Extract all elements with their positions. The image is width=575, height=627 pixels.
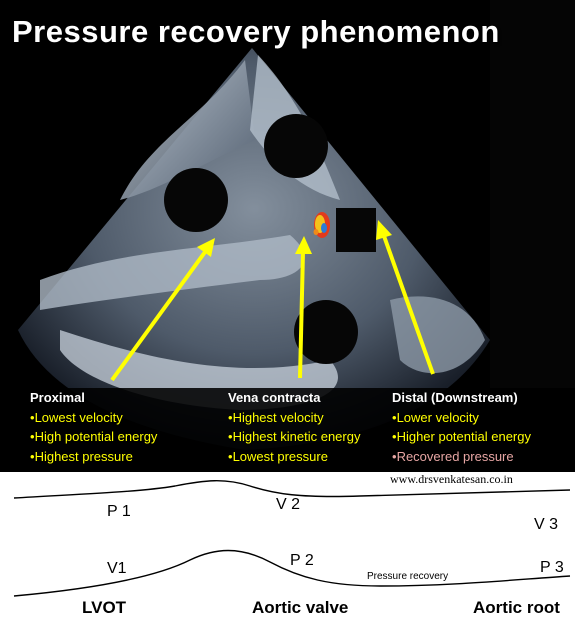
doppler-jet [313,212,330,238]
anterior-wall [120,60,255,200]
website-credit: www.drsvenkatesan.co.in [390,472,513,486]
region-label-aortic-root: Aortic root [473,598,560,617]
arrow-proximal [110,238,215,382]
label-pressure-recovery: Pressure recovery [367,571,449,582]
distal-item: Higher potential energy [392,427,531,447]
lower-wall-curve [13,549,571,597]
vena-contracta-item: Lowest pressure [228,447,360,467]
label-p2: P 2 [290,552,314,569]
label-v2: V 2 [276,496,301,513]
label-p1: P 1 [107,503,131,520]
distal-item: Lower velocity [392,408,531,428]
page-title: Pressure recovery phenomenon [12,14,500,49]
proximal-item: High potential energy [30,427,158,447]
region-label-lvot: LVOT [82,598,127,617]
left-margin [0,0,14,472]
vena-contracta-heading: Vena contracta [228,390,321,405]
proximal-item: Highest pressure [30,447,157,467]
arrow-vena-contracta [295,236,312,379]
cavity-circle-3 [294,300,358,364]
region-label-aortic-valve: Aortic valve [252,598,349,617]
arrow-distal [376,220,435,375]
vena-contracta-info-box: Vena contracta Highest velocity Highest … [228,388,360,466]
distal-info-box: Distal (Downstream) Lower velocity Highe… [392,388,531,466]
distal-item-recovered: Recovered pressure [392,447,531,467]
proximal-heading: Proximal [30,390,85,405]
echocardiogram-image: Pressure recovery phenomenon Proximal Lo… [0,0,575,472]
vena-contracta-item: Highest kinetic energy [228,427,361,447]
flow-diagram [13,480,571,597]
distal-heading: Distal (Downstream) [392,390,518,405]
label-v3: V 3 [534,516,559,533]
upper-wall-curve [13,480,571,499]
cavity-square [336,208,376,252]
posterior-wall [40,235,305,310]
label-p3: P 3 [540,559,564,576]
proximal-item: Lowest velocity [30,408,157,428]
cavity-circle-1 [264,114,328,178]
vena-contracta-item: Highest velocity [228,408,360,428]
dark-margin [490,0,575,390]
proximal-info-box: Proximal Lowest velocity High potential … [30,388,157,466]
label-v1: V1 [107,560,127,577]
cavity-circle-2 [164,168,228,232]
